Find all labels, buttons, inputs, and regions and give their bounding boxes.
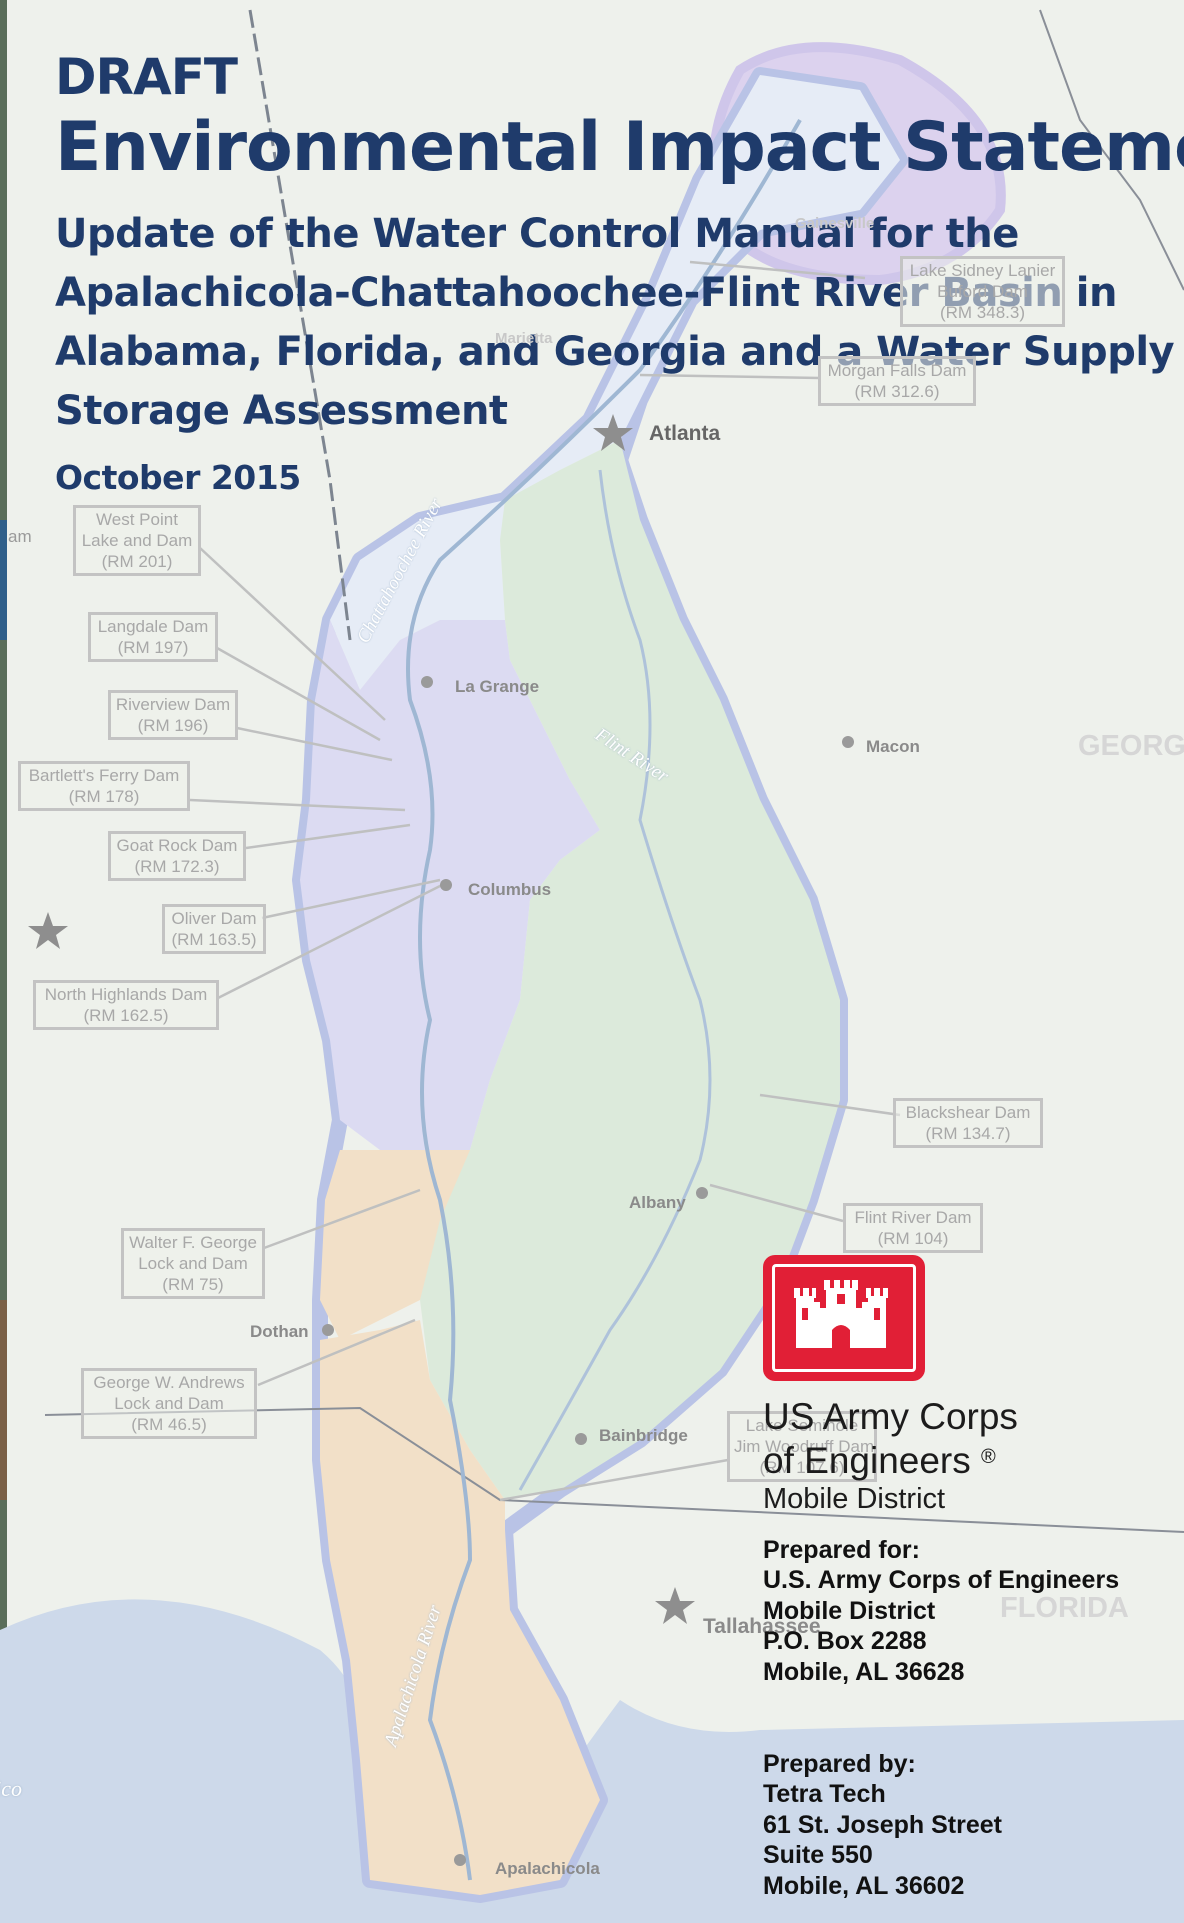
org-line-3: Mobile District xyxy=(763,1483,946,1515)
flint-river-line xyxy=(518,469,712,1491)
subtitle-line: Alabama, Florida, and Georgia and a Wate… xyxy=(55,329,1175,375)
city-atlanta: Atlanta xyxy=(649,422,721,445)
city-dothan: Dothan xyxy=(250,1322,309,1341)
registered-mark: ® xyxy=(981,1446,996,1468)
city-tallahassee: Tallahassee xyxy=(703,1615,821,1638)
prepared-for-heading: Prepared for: xyxy=(763,1536,920,1564)
address-line: 61 St. Joseph Street xyxy=(763,1810,1002,1839)
prepared-for-block: Prepared for: U.S. Army Corps of Enginee… xyxy=(763,1535,1119,1687)
flint-basin xyxy=(420,440,840,1500)
middle-lower-basin xyxy=(320,1150,470,1340)
city-bainbridge: Bainbridge xyxy=(599,1426,688,1445)
usace-logo xyxy=(763,1255,925,1381)
label-gulf: Gulf of Mexico xyxy=(0,1776,22,1801)
photo-strip xyxy=(0,0,7,1923)
address-line: Mobile District xyxy=(763,1596,936,1625)
city-dot-icon xyxy=(322,676,854,1866)
star-icon xyxy=(28,414,695,1624)
dam-leader-lines xyxy=(189,260,901,1502)
dam-label-blackshear: Blackshear Dam(RM 134.7) xyxy=(893,1098,1043,1148)
dam-label-oliver: Oliver Dam(RM 163.5) xyxy=(162,904,266,954)
state-border-ga-sc xyxy=(1039,9,1184,291)
organization-name: US Army Corps of Engineers ® Mobile Dist… xyxy=(763,1397,1018,1517)
city-marietta: Marietta xyxy=(495,330,553,347)
city-albany: Albany xyxy=(629,1193,686,1212)
apalachicola-basin xyxy=(320,1320,600,1895)
document-date: October 2015 xyxy=(55,458,301,497)
state-florida: FLORIDA xyxy=(1000,1592,1129,1624)
address-line: P.O. Box 2288 xyxy=(763,1627,927,1656)
dam-label-flint-river: Flint River Dam(RM 104) xyxy=(843,1203,983,1253)
org-line-2: of Engineers ® xyxy=(763,1440,996,1481)
address-line: Mobile, AL 36602 xyxy=(763,1871,965,1900)
draft-label: DRAFT xyxy=(55,48,238,106)
org-line-1: US Army Corps xyxy=(763,1396,1018,1437)
subtitle-line: Update of the Water Control Manual for t… xyxy=(55,211,1019,257)
city-macon: Macon xyxy=(866,737,920,756)
edge-text: am xyxy=(8,527,32,546)
address-line: Tetra Tech xyxy=(763,1780,886,1809)
castle-icon xyxy=(794,1280,888,1348)
city-gainesville: Gainesville xyxy=(795,215,875,232)
dam-label-langdale: Langdale Dam(RM 197) xyxy=(88,612,218,662)
address-line: U.S. Army Corps of Engineers xyxy=(763,1566,1120,1595)
dam-label-goat-rock: Goat Rock Dam(RM 172.3) xyxy=(108,831,246,881)
prepared-by-heading: Prepared by: xyxy=(763,1750,916,1778)
document-title: Environmental Impact Statement xyxy=(55,108,1184,187)
city-columbus: Columbus xyxy=(468,880,552,899)
dam-label-riverview: Riverview Dam(RM 196) xyxy=(108,690,238,740)
chattahoochee-apalachicola-river-line xyxy=(406,119,802,1881)
dam-label-bartletts-ferry: Bartlett's Ferry Dam(RM 178) xyxy=(18,761,190,811)
city-la-grange: La Grange xyxy=(455,677,540,696)
city-apalachicola: Apalachicola xyxy=(495,1859,600,1878)
subtitle-line: Storage Assessment xyxy=(55,388,508,434)
prepared-by-block: Prepared by: Tetra Tech 61 St. Joseph St… xyxy=(763,1749,1002,1901)
address-line: Suite 550 xyxy=(763,1841,873,1870)
upper-chattahoochee-basin xyxy=(330,75,900,690)
dam-label-morgan-falls: Morgan Falls Dam(RM 312.6) xyxy=(818,356,976,406)
dam-label-north-highlands: North Highlands Dam(RM 162.5) xyxy=(33,980,219,1030)
address-line: Mobile, AL 36628 xyxy=(763,1657,965,1686)
state-border-al-ga-north xyxy=(248,9,352,641)
state-georgia: GEORGIA xyxy=(1078,730,1184,762)
